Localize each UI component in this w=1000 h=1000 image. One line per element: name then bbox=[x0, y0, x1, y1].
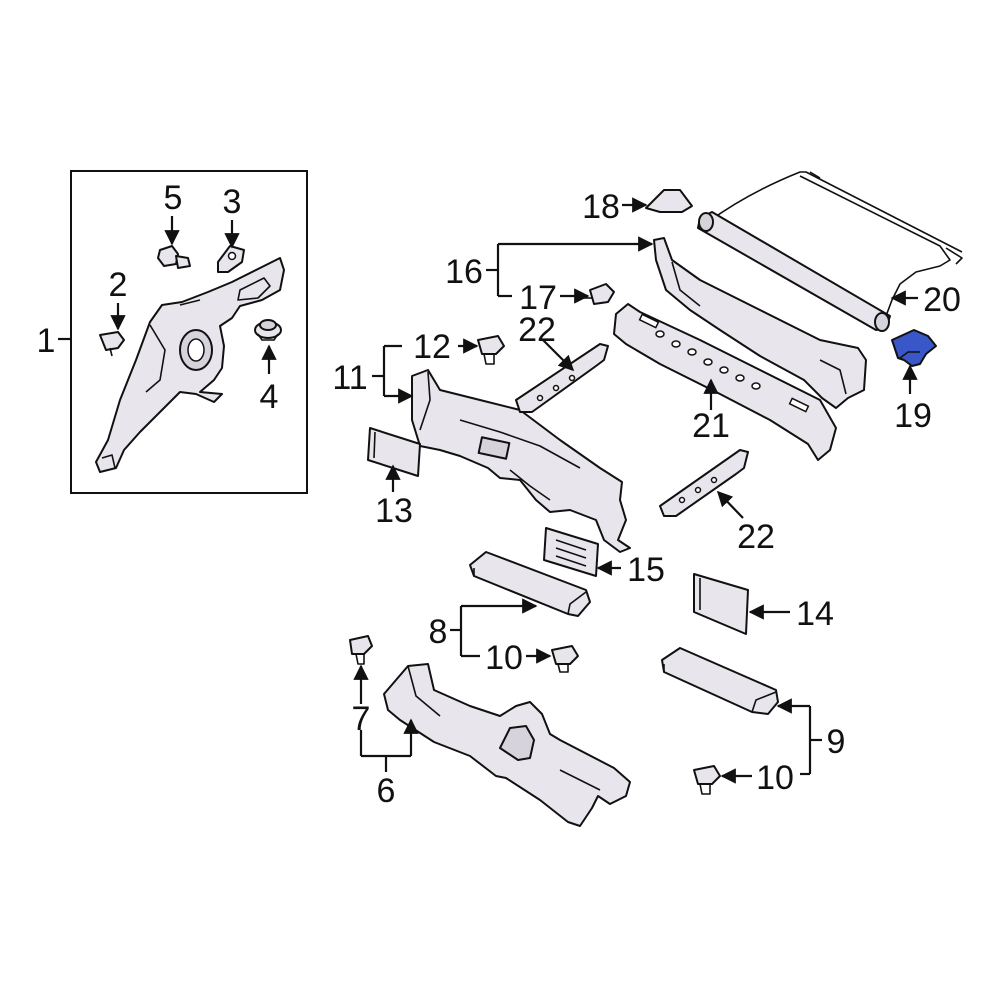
callout-19: 19 bbox=[894, 397, 932, 435]
callout-2: 2 bbox=[109, 266, 128, 304]
clip-17[interactable] bbox=[582, 283, 615, 305]
floor-board-9[interactable] bbox=[661, 647, 779, 715]
cargo-cover-20[interactable] bbox=[697, 171, 963, 332]
callout-9: 9 bbox=[827, 723, 846, 761]
callout-20: 20 bbox=[923, 281, 961, 319]
bracket-22-upper[interactable] bbox=[515, 343, 609, 413]
pad-13[interactable] bbox=[367, 427, 421, 477]
clip-2[interactable] bbox=[99, 331, 125, 357]
callout-22-lower: 22 bbox=[737, 518, 775, 556]
callout-5: 5 bbox=[164, 179, 183, 217]
callout-17: 17 bbox=[519, 279, 557, 317]
callout-6: 6 bbox=[377, 772, 396, 810]
rail-trim-16[interactable] bbox=[653, 237, 867, 409]
bracket-3[interactable] bbox=[217, 245, 245, 273]
callout-7: 7 bbox=[352, 700, 371, 738]
group-1-frame bbox=[70, 170, 308, 494]
bolt-5[interactable] bbox=[157, 245, 191, 269]
callout-13: 13 bbox=[375, 492, 413, 530]
callout-18: 18 bbox=[582, 188, 620, 226]
grommet-4[interactable] bbox=[254, 319, 282, 341]
clip-10-lower[interactable] bbox=[693, 765, 721, 795]
pad-14[interactable] bbox=[693, 573, 749, 635]
callout-21: 21 bbox=[692, 407, 730, 445]
callout-1: 1 bbox=[37, 322, 56, 360]
cap-18[interactable] bbox=[645, 189, 693, 213]
clip-10-upper[interactable] bbox=[551, 645, 579, 673]
floor-board-8[interactable] bbox=[469, 551, 591, 617]
callout-8: 8 bbox=[429, 613, 448, 651]
callout-labels: 1 2 3 4 5 6 7 8 9 10 10 11 12 13 14 15 1… bbox=[37, 179, 961, 810]
bracket-19-highlighted[interactable] bbox=[891, 329, 937, 367]
bracket-22-lower[interactable] bbox=[659, 449, 749, 517]
callout-14: 14 bbox=[796, 595, 834, 633]
clip-7[interactable] bbox=[349, 635, 373, 665]
callout-16: 16 bbox=[445, 253, 483, 291]
callout-15: 15 bbox=[627, 551, 665, 589]
leader-lines bbox=[58, 197, 918, 784]
quarter-trim-panel[interactable] bbox=[95, 257, 285, 473]
callout-11: 11 bbox=[332, 359, 367, 397]
rear-panel[interactable] bbox=[411, 369, 631, 553]
callout-10-upper: 10 bbox=[485, 639, 523, 677]
callout-3: 3 bbox=[223, 183, 242, 221]
callout-4: 4 bbox=[260, 378, 279, 416]
label-15[interactable] bbox=[543, 527, 599, 577]
callout-10-lower: 10 bbox=[756, 759, 794, 797]
sill-plate-6[interactable] bbox=[383, 663, 631, 827]
callout-12: 12 bbox=[413, 328, 451, 366]
clip-12[interactable] bbox=[477, 335, 505, 365]
callout-22-upper: 22 bbox=[518, 311, 556, 349]
rail-21[interactable] bbox=[613, 303, 837, 461]
